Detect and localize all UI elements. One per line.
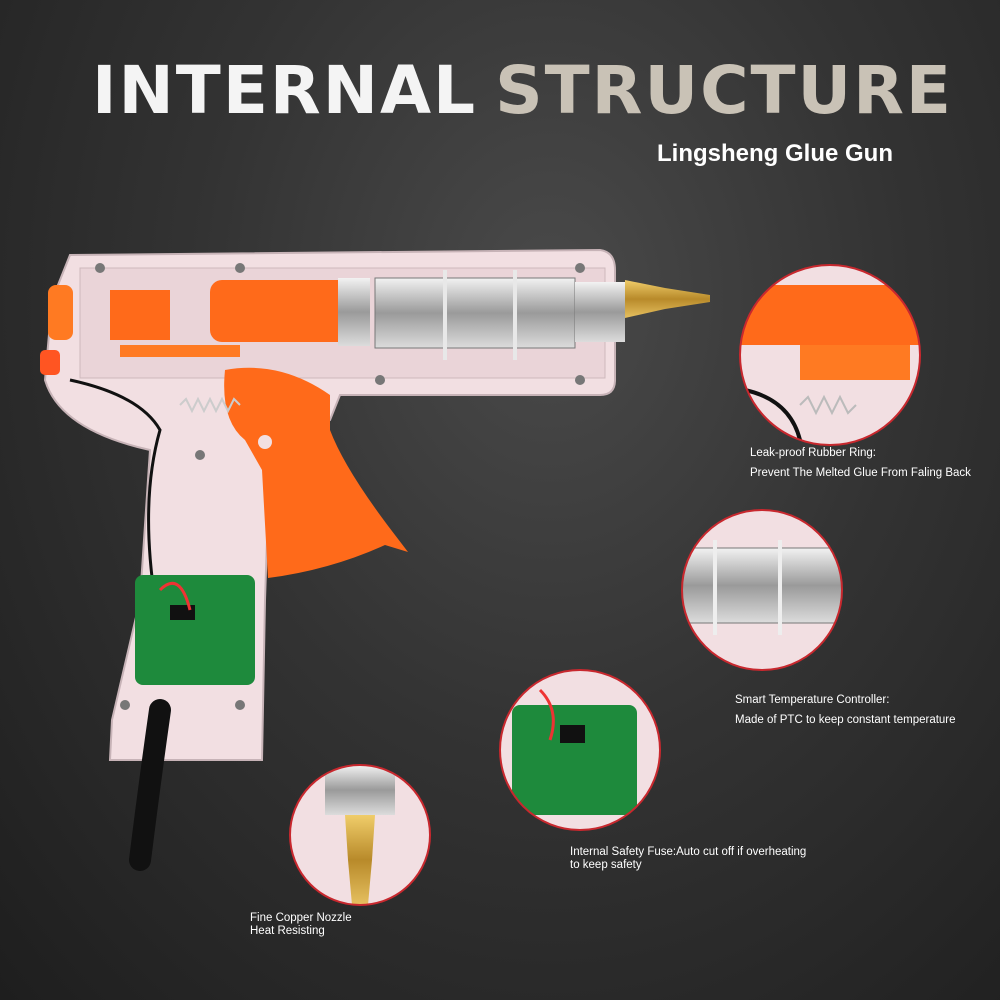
- title-structure: STRUCTURE: [495, 52, 954, 129]
- power-cord: [129, 699, 171, 871]
- callout-temp-controller: Smart Temperature Controller: Made of PT…: [735, 690, 956, 730]
- temp-desc: Made of PTC to keep constant temperature: [735, 714, 956, 726]
- fuse-line2: to keep safety: [570, 859, 642, 871]
- pcb-board: [135, 575, 255, 685]
- callout-copper-nozzle: Fine Copper Nozzle Heat Resisting: [250, 912, 352, 938]
- temp-title: Smart Temperature Controller:: [735, 694, 890, 706]
- trigger: [224, 367, 408, 578]
- copper-nozzle: [625, 280, 710, 318]
- nozzle-line2: Heat Resisting: [250, 925, 325, 937]
- callout-rubber-ring: Leak-proof Rubber Ring: Prevent The Melt…: [750, 443, 971, 483]
- fuse-line1: Internal Safety Fuse:Auto cut off if ove…: [570, 846, 807, 858]
- orange-barrel: [210, 280, 350, 342]
- heater-zoom-circle: [681, 509, 843, 671]
- heating-element: [374, 277, 576, 349]
- ring-zoom-circle: [739, 264, 921, 446]
- nozzle-line1: Fine Copper Nozzle: [250, 912, 352, 924]
- title-internal: INTERNAL: [92, 52, 478, 129]
- callout-safety-fuse: Internal Safety Fuse:Auto cut off if ove…: [570, 846, 806, 872]
- nozzle-zoom-circle: [289, 764, 431, 906]
- ring-title: Leak-proof Rubber Ring:: [750, 447, 876, 459]
- product-name: Lingsheng Glue Gun: [657, 140, 893, 167]
- fuse-zoom-circle: [499, 669, 661, 831]
- ring-desc: Prevent The Melted Glue From Faling Back: [750, 467, 971, 479]
